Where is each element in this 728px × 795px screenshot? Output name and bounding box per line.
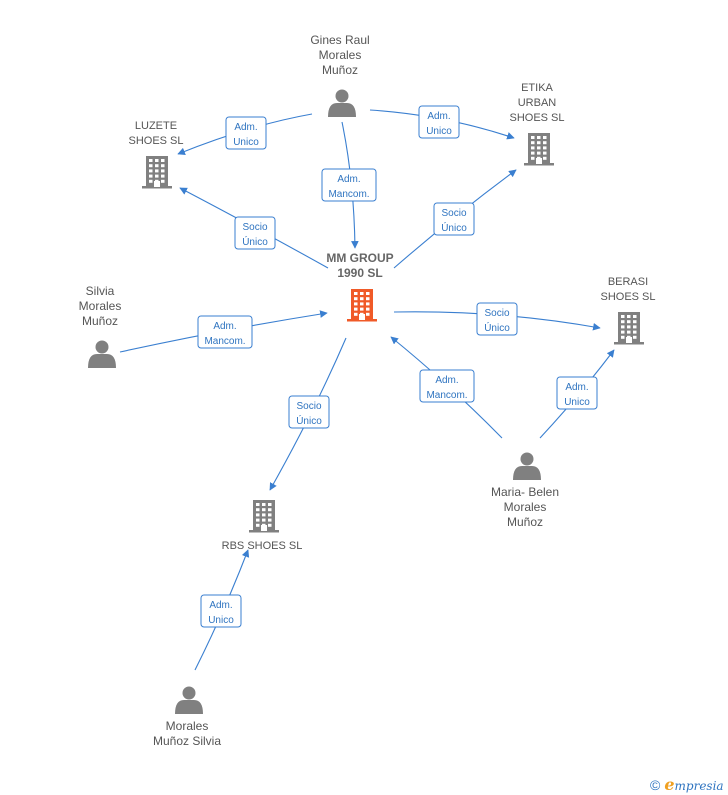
copyright-symbol: © [650,777,661,793]
edge-label-text: Socio [242,222,267,233]
node-label-etika: ETIKA [521,82,553,94]
node-label-maria: Muñoz [507,515,543,529]
node-label-rbs: RBS SHOES SL [222,540,303,552]
edge-label-text: Socio [484,308,509,319]
edge-label-box [288,395,330,429]
node-label-silvia: Silvia [86,284,115,298]
edge-label-gines-to-luzete[interactable]: Adm. Unico [225,116,267,150]
node-label-luzete: SHOES SL [128,135,183,147]
edge-label-text: Unico [564,397,590,408]
edge-labels-layer: Adm.UnicoAdm.UnicoAdm.Mancom.SocioÚnicoS… [197,105,598,628]
edge-label-morales-to-rbs[interactable]: Adm. Unico [200,594,242,628]
edge-label-box [433,202,475,236]
edge-label-box [321,168,377,202]
node-rbs[interactable]: RBS SHOES SL [222,500,303,552]
edge-label-text: Único [441,221,467,234]
building-icon [142,156,172,189]
node-label-mm: MM GROUP [326,251,393,265]
building-icon [347,289,377,322]
person-icon [513,452,541,480]
node-label-morales: Morales [166,719,209,733]
edge-label-gines-to-etika[interactable]: Adm. Unico [418,105,460,139]
edge-label-text: Socio [296,401,321,412]
edge-label-text: Único [242,235,268,248]
edge-label-box [197,315,253,349]
node-label-berasi: SHOES SL [600,291,655,303]
node-label-gines: Morales [319,48,362,62]
edge-label-text: Único [484,321,510,334]
node-label-maria: Maria- Belen [491,485,559,499]
edge-label-box [418,105,460,139]
edge-label-box [200,594,242,628]
node-label-gines: Gines Raul [310,33,369,47]
edge-label-text: Mancom. [426,390,467,401]
node-berasi[interactable]: BERASI SHOES SL [600,276,656,345]
edge-label-box [556,376,598,410]
person-icon [328,89,356,117]
edge-label-text: Socio [441,208,466,219]
edge-label-text: Adm. [234,122,257,133]
edge-label-box [225,116,267,150]
edge-label-silvia-to-mm[interactable]: Adm. Mancom. [197,315,253,349]
node-label-silvia: Morales [79,299,122,313]
node-label-etika: URBAN [518,97,557,109]
brand-logo: empresia [664,775,724,794]
footer-brand[interactable]: ©empresia [650,775,724,794]
edge-label-text: Único [296,414,322,427]
person-icon [175,686,203,714]
person-icon [88,340,116,368]
node-luzete[interactable]: LUZETE SHOES SL [128,120,184,189]
edge-label-text: Unico [426,126,452,137]
edge-label-box [419,369,475,403]
edge-label-text: Adm. [435,375,458,386]
node-label-gines: Muñoz [322,63,358,77]
edge-label-text: Adm. [565,382,588,393]
edge-label-text: Mancom. [204,336,245,347]
node-label-maria: Morales [504,500,547,514]
building-icon [249,500,279,533]
node-label-morales: Muñoz Silvia [153,734,221,748]
edge-label-maria-to-mm[interactable]: Adm. Mancom. [419,369,475,403]
edge-label-box [476,302,518,336]
edge-label-maria-to-berasi[interactable]: Adm. Unico [556,376,598,410]
edge-label-text: Unico [208,615,234,626]
node-label-silvia: Muñoz [82,314,118,328]
node-label-berasi: BERASI [608,276,648,288]
edge-label-text: Mancom. [328,189,369,200]
building-icon [614,312,644,345]
node-etika[interactable]: ETIKA URBAN SHOES SL [509,82,565,166]
edge-label-box [234,216,276,250]
edge-label-text: Unico [233,137,259,148]
node-label-luzete: LUZETE [135,120,177,132]
edge-label-text: Adm. [209,600,232,611]
edge-label-gines-to-mm[interactable]: Adm. Mancom. [321,168,377,202]
edge-label-text: Adm. [427,111,450,122]
edge-label-text: Adm. [213,321,236,332]
node-label-mm: 1990 SL [337,266,382,280]
building-icon [524,133,554,166]
edge-label-text: Adm. [337,174,360,185]
node-label-etika: SHOES SL [509,112,564,124]
